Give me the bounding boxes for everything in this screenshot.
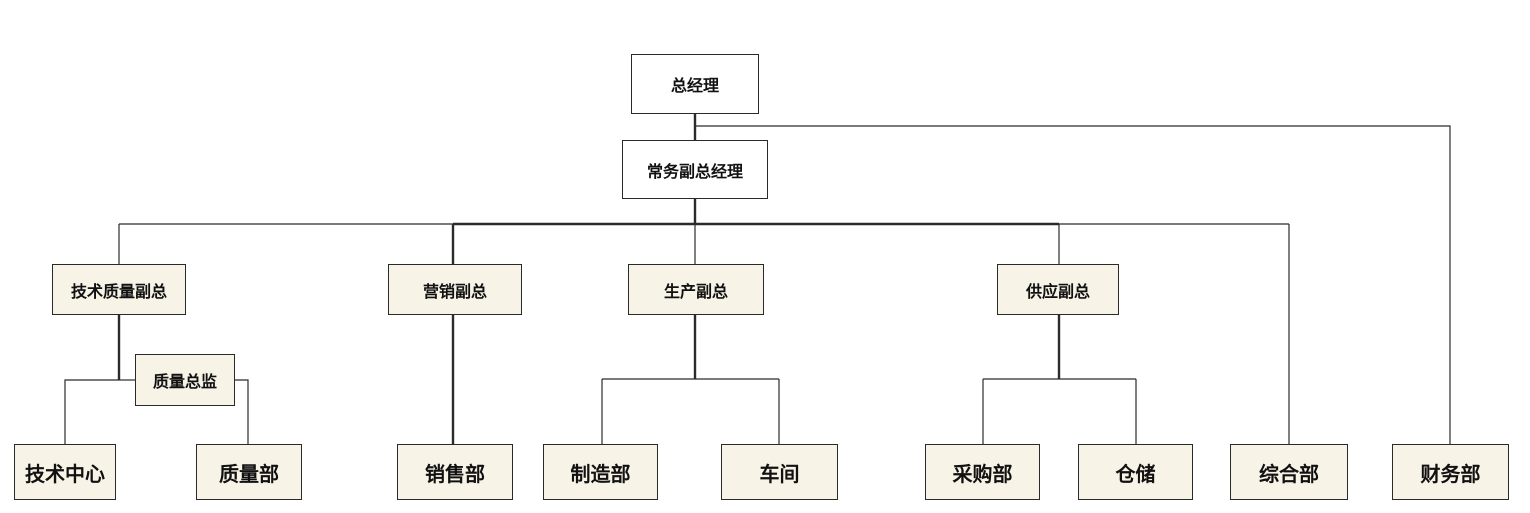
node-tech-quality-vp: 技术质量副总 [52, 264, 186, 315]
node-manufacturing-dept: 制造部 [543, 444, 658, 500]
node-finance-dept: 财务部 [1392, 444, 1509, 500]
node-production-vp: 生产副总 [628, 264, 764, 315]
node-supply-vp: 供应副总 [997, 264, 1119, 315]
node-general-manager: 总经理 [631, 54, 759, 114]
node-quality-director: 质量总监 [135, 354, 235, 406]
edge-quality-director-to-quality-dept [235, 379, 249, 444]
node-purchasing-dept: 采购部 [925, 444, 1040, 500]
node-marketing-vp: 营销副总 [388, 264, 522, 315]
edge-tqv-to-tech-center [64, 379, 119, 444]
node-general-dept: 综合部 [1230, 444, 1348, 500]
node-tech-center: 技术中心 [14, 444, 116, 500]
node-warehouse: 仓储 [1078, 444, 1193, 500]
node-sales-dept: 销售部 [397, 444, 513, 500]
node-executive-vp: 常务副总经理 [622, 140, 768, 199]
edge-gm-finance [695, 125, 1451, 444]
node-quality-dept: 质量部 [196, 444, 302, 500]
node-workshop: 车间 [721, 444, 838, 500]
